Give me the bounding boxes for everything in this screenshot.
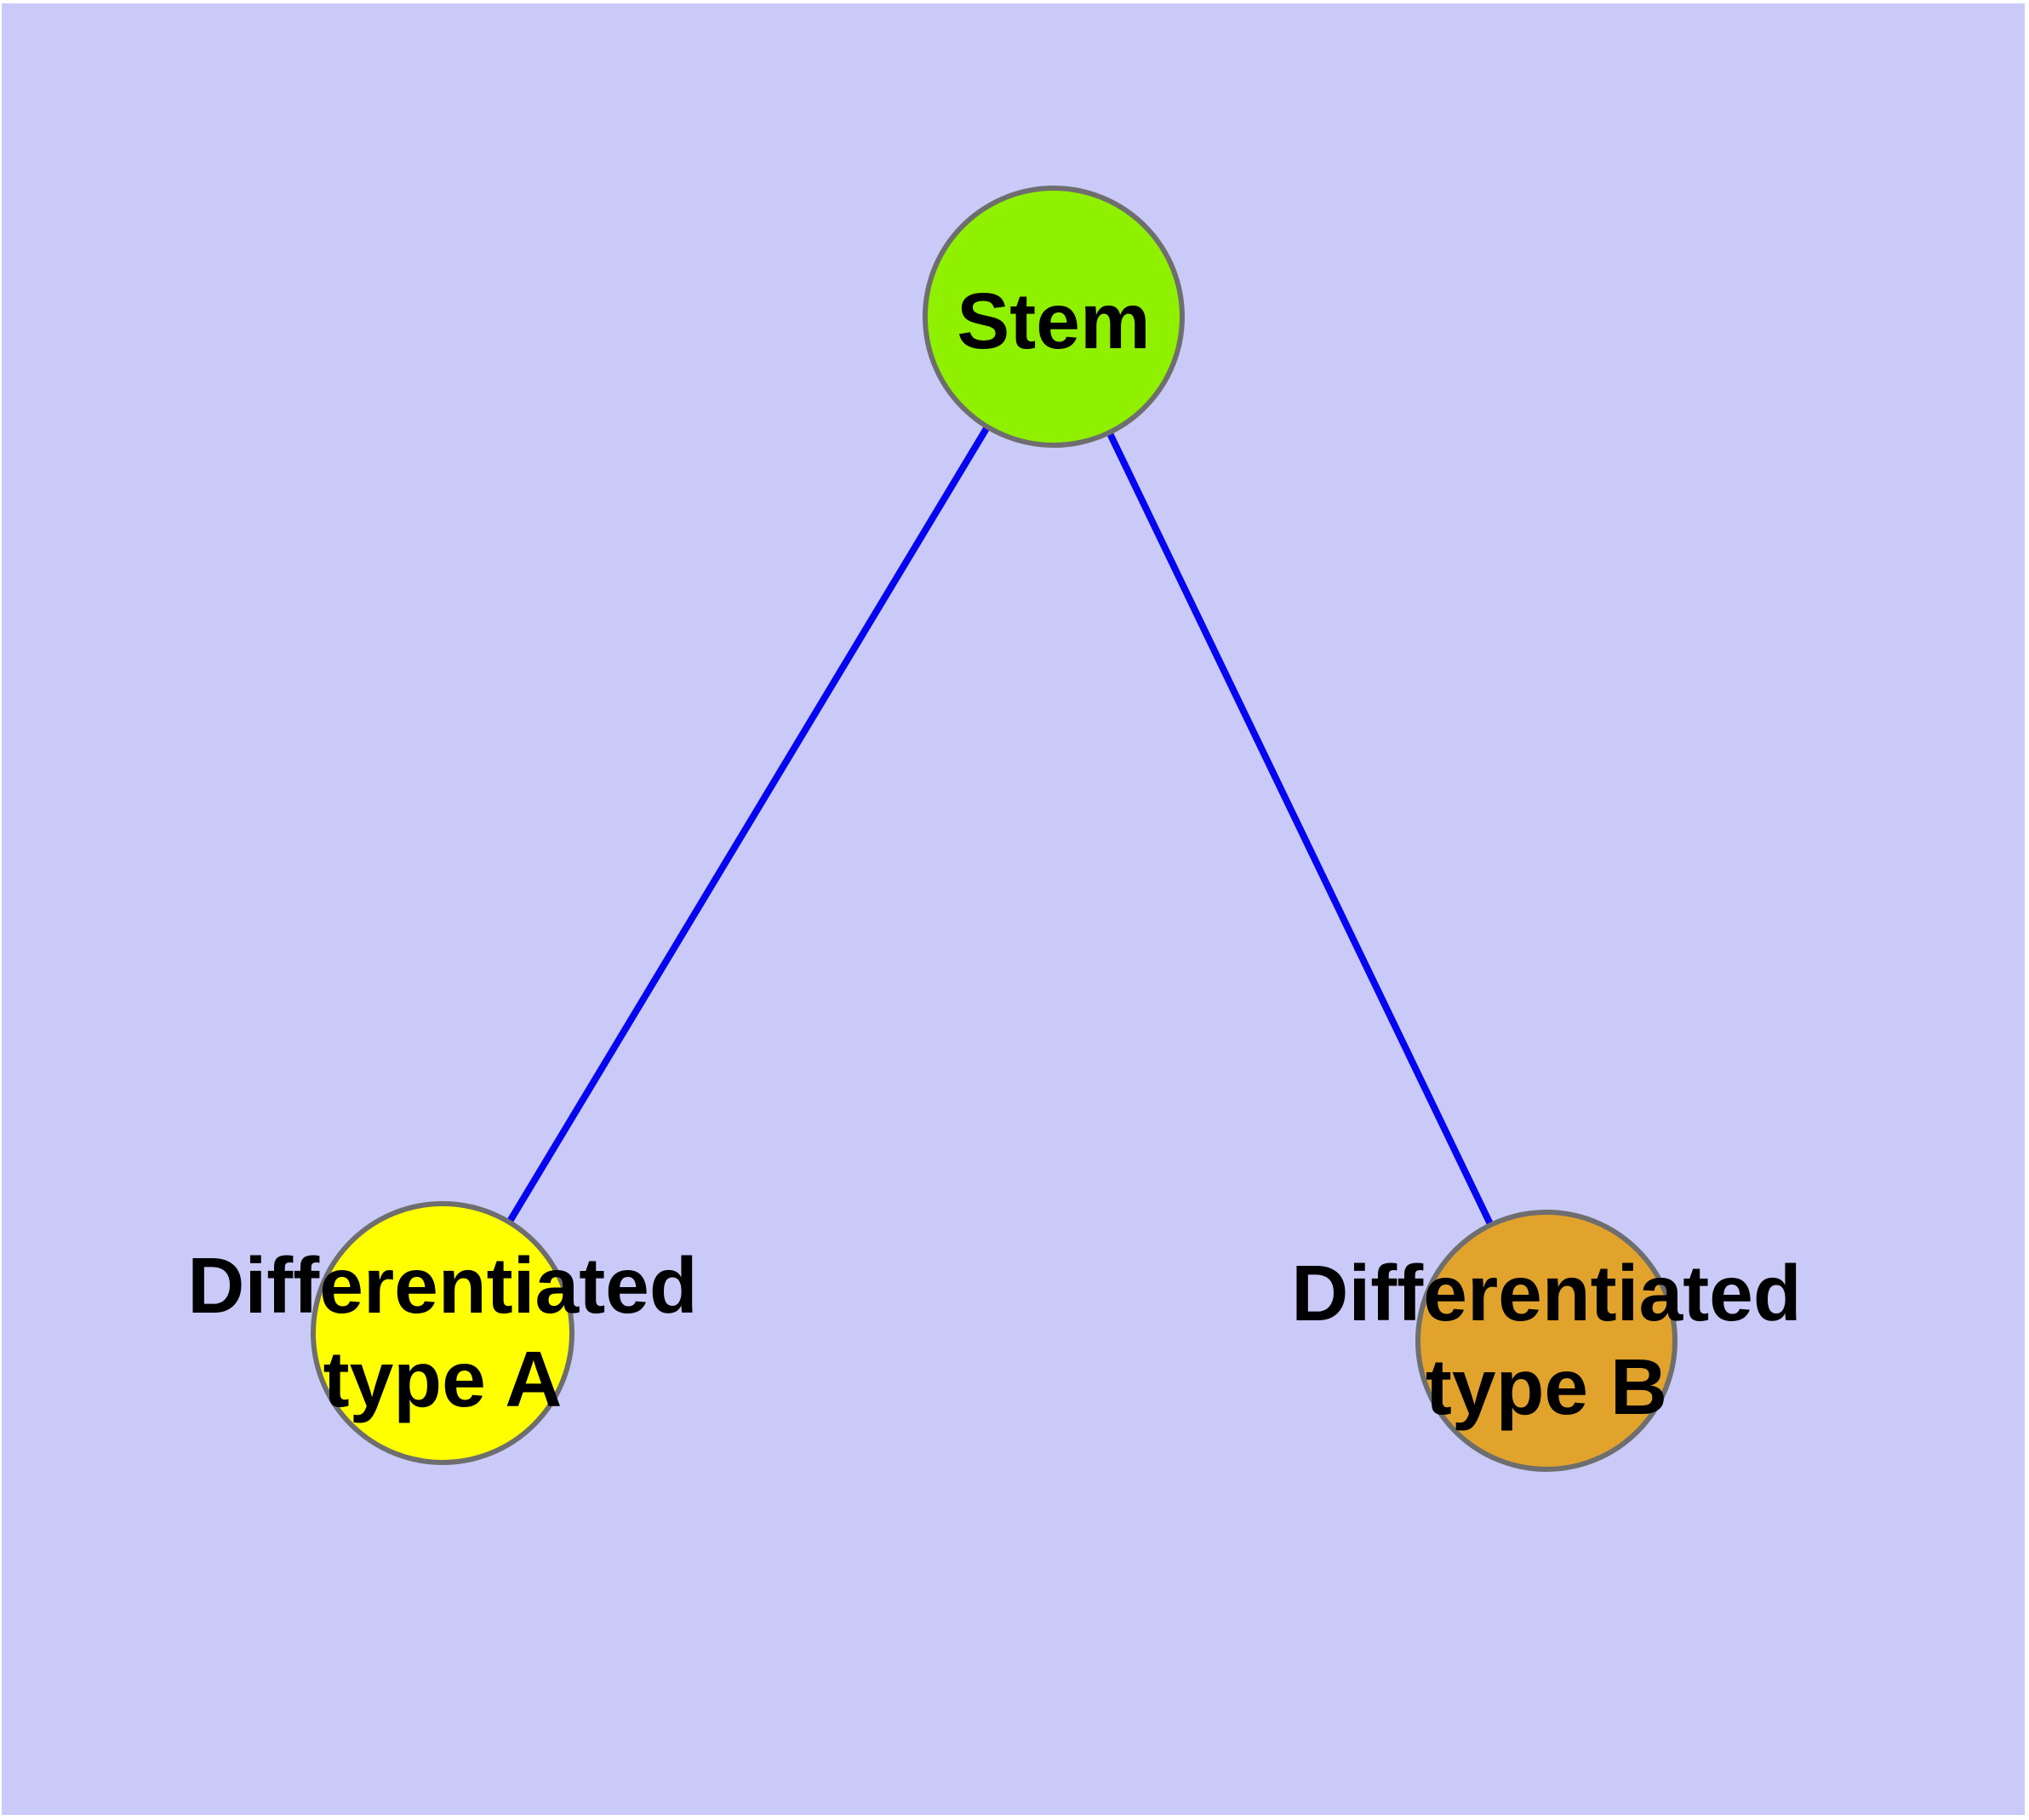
- node-differentiated-type-a: Differentiated type A: [187, 1201, 698, 1465]
- type-a-node-label-line2: type A: [323, 1335, 563, 1423]
- type-a-node-circle: [311, 1201, 574, 1465]
- stem-node-circle: [923, 186, 1185, 448]
- stem-node-label: Stem: [957, 277, 1150, 365]
- edge-stem-to-type-a: [439, 314, 1057, 1336]
- node-stem: Stem: [923, 186, 1185, 448]
- type-a-node-label-line1: Differentiated: [187, 1241, 697, 1330]
- type-b-node-circle: [1415, 1210, 1677, 1472]
- type-b-node-label-line1: Differentiated: [1291, 1249, 1801, 1337]
- node-differentiated-type-b: Differentiated type B: [1291, 1210, 1802, 1472]
- edge-stem-to-type-b: [1050, 315, 1550, 1342]
- type-b-node-label-line2: type B: [1426, 1342, 1667, 1431]
